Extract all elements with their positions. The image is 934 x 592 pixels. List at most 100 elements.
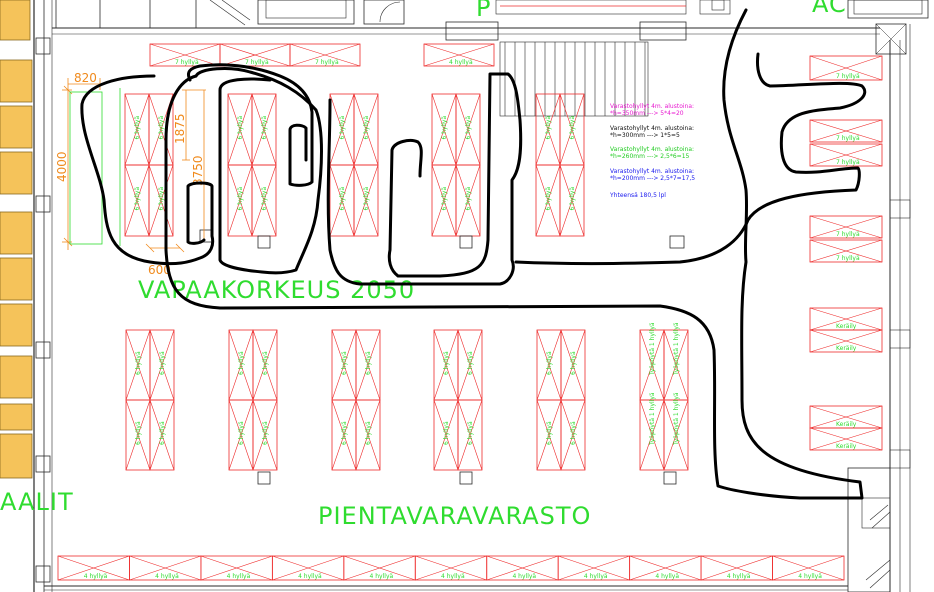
shelf-label: Keräily [836,421,857,428]
note-3-line-1: Varastohyllyt 4m. alustoina: [610,146,694,153]
dim-820: 820 [74,71,97,85]
shelf-cross-line [149,43,221,67]
shelf-cross-line [809,119,883,143]
shelf-cross-line [227,164,253,237]
shelf-cross-line [228,399,254,471]
shelf-cross-line [219,43,291,67]
shelf-cross-line [535,93,561,166]
shelf-cell [559,164,585,237]
shelf-label: 6 hyllyä [237,116,244,140]
shelf-cell [809,329,883,353]
shelf-cross-line [431,93,457,166]
shelf-cell [289,43,361,67]
shelf-label: 4 hyllyä [84,573,108,580]
shelf-cross-line [809,55,883,81]
shelf-cell [560,399,586,471]
shelf-cross-line [343,555,416,581]
shelf-label: 6 hyllyä [339,116,346,140]
shelf-cross-line [809,307,883,331]
shelf-label: 6 hyllyä [441,187,448,211]
shelf-cross-line [124,93,150,166]
shelf-cross-line [149,399,175,471]
shelf-label: 4 hyllyä [298,573,322,580]
shelf-label: 4 hyllyä [584,573,608,580]
shelf-label: 6 hyllyä [238,351,245,375]
shelf-cross-line [558,555,630,581]
shelf-label: 6 hyllyä [443,421,450,445]
shelf-cross-line [289,43,361,67]
shelf-cross-line [559,93,585,166]
shelf-label: 6 hyllyä [546,351,553,375]
shelf-cross-line [809,405,883,429]
shelf-cross-line [228,329,254,401]
shelf-cross-line [331,329,357,401]
shelf-cross-line [329,93,355,166]
shelf-cross-line [536,329,562,401]
capacity-notes: Varastohyllyt 4m. alustoina: *h=350mm --… [609,103,695,199]
shelf-label: 6 hyllyä [545,116,552,140]
shelf-label: 6 hyllyä [465,116,472,140]
shelf-label: 4 hyllyä [798,573,822,580]
shelf-cross-line [809,215,883,239]
shelf-label: 6 hyllyä [546,421,553,445]
shelf-label: 7 hyllyä [175,59,199,66]
shelf-label: Keräily [836,323,857,330]
stairs [499,41,649,117]
shelf-cross-line [353,164,379,237]
shelf-cell [809,427,883,451]
floor-markers [199,229,685,485]
shelf-cell [252,399,278,471]
shelf-label: Työpöytä 1 hyllyä [649,322,656,376]
shelf-cross-line [252,399,278,471]
shelf-cell [353,164,379,237]
shelf-cross-line [355,329,381,401]
note-4-line-2: *h=200mm ---> 2,5*7=17,5 [610,175,695,182]
shelf-label: 4 hyllyä [227,573,251,580]
shelf-cross-line [559,164,585,237]
shelf-label: 6 hyllyä [365,421,372,445]
bottom-wall [44,585,848,591]
shelf-label: 6 hyllyä [363,116,370,140]
dim-3750: 3750 [191,155,205,186]
shelf-cross-line [457,329,483,401]
shelf-label: 7 hyllyä [836,255,860,262]
shelf-label: 6 hyllyä [363,187,370,211]
shelf-label: 4 hyllyä [727,573,751,580]
shelf-label: 6 hyllyä [341,351,348,375]
shelf-label: 6 hyllyä [238,421,245,445]
label-top-p: P [476,0,491,22]
shelf-label: Työpöytä 1 hyllyä [673,392,680,446]
note-2-line-1: Varastohyllyt 4m. alustoina: [610,125,694,132]
shelf-label: 6 hyllyä [134,116,141,140]
shelf-label: 6 hyllyä [441,116,448,140]
shelf-cross-line [433,329,459,401]
dimension-lines [62,78,206,253]
shelf-cross-line [415,555,487,581]
shelf-label: Keräily [836,345,857,352]
shelf-cross-line [252,329,278,401]
shelf-label: 4 hyllyä [449,59,473,66]
note-1-line-2: *h=350mm ---> 5*4=20 [610,110,684,117]
shelf-cross-line [639,399,665,471]
shelf-label: 7 hyllyä [836,73,860,80]
shelf-cross-line [809,329,883,353]
shelf-cross-line [331,399,357,471]
shelf-cell [423,43,495,67]
shelf-cross-line [809,143,883,167]
note-3-line-2: *h=260mm ---> 2,5*6=15 [610,153,690,160]
label-pientavaravarasto: PIENTAVARAVARASTO [318,502,591,530]
shelf-cell [355,399,381,471]
shelf-cell [809,143,883,167]
left-wall [0,0,53,592]
note-2-line-2: *h=300mm ---> 1*5=5 [610,132,680,139]
shelf-label: 6 hyllyä [135,421,142,445]
shelf-cross-line [57,555,130,581]
dim-600: 600 [148,263,171,277]
shelf-label: 6 hyllyä [134,187,141,211]
shelf-cross-line [560,399,586,471]
shelf-cell [809,239,883,263]
shelf-label: 6 hyllyä [467,421,474,445]
shelf-cross-line [535,164,561,237]
shelf-cross-line [560,329,586,401]
right-wall [847,23,911,592]
